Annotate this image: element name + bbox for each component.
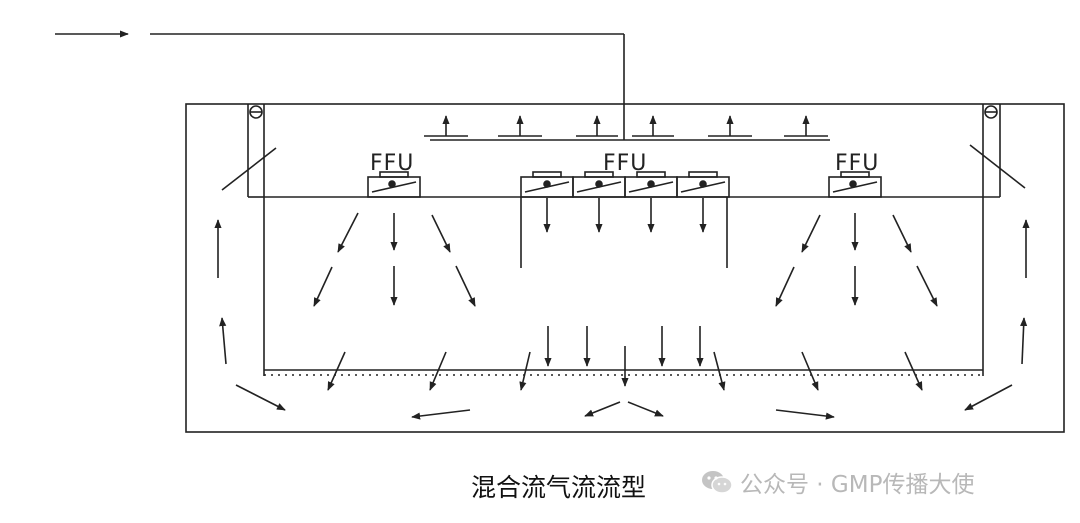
diffuser-1 xyxy=(424,115,468,137)
diffuser-3 xyxy=(576,115,618,137)
diffuser-5 xyxy=(708,115,752,137)
diffuser-6 xyxy=(784,115,828,137)
raised-floor xyxy=(264,369,983,376)
watermark-text: 公众号 · GMP传播大使 xyxy=(740,472,975,498)
airflow-diagram: FFU FFU FFU xyxy=(55,30,1065,433)
plenum xyxy=(247,104,1001,376)
watermark: 公众号 · GMP传播大使 xyxy=(700,465,974,499)
ffu-unit-center-4 xyxy=(676,171,730,198)
diffuser-2 xyxy=(498,115,542,137)
ffu-unit-center-1 xyxy=(520,171,574,198)
outer-room xyxy=(185,103,1065,433)
figure-caption: 混合流气流流型 xyxy=(471,473,647,502)
airflow-through-floor xyxy=(327,351,923,391)
airflow-left-ffu xyxy=(313,212,476,307)
airflow-underfloor xyxy=(235,384,1013,420)
ffu-label-left: FFU xyxy=(370,151,414,176)
ffu-unit-left xyxy=(367,171,421,198)
damper-left xyxy=(249,105,263,119)
airflow-return-left xyxy=(214,219,227,365)
return-diagonal-right xyxy=(969,144,1026,189)
ffu-label-center: FFU xyxy=(603,151,647,176)
ffu-unit-right xyxy=(828,171,882,198)
airflow-right-ffu xyxy=(775,213,938,307)
airflow-return-right xyxy=(1020,219,1030,365)
supply-duct xyxy=(55,30,830,141)
return-diagonal-left xyxy=(221,147,277,191)
plenum-diffusers xyxy=(424,115,828,137)
diffuser-4 xyxy=(632,115,674,137)
airflow-center-ffu xyxy=(543,198,707,387)
wechat-icon xyxy=(702,471,733,494)
damper-right xyxy=(984,105,998,119)
ffu-label-right: FFU xyxy=(835,151,879,176)
